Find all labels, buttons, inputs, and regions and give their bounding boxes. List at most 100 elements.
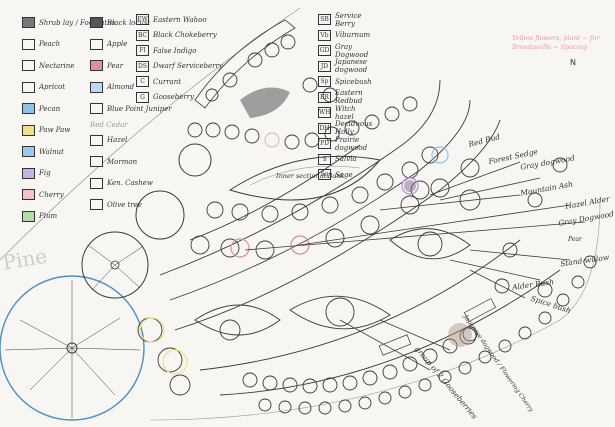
legend-symbol: DS	[136, 60, 149, 72]
legend-symbol: SB	[318, 14, 331, 26]
legend-swatch	[22, 103, 35, 115]
legend-label: Cherry	[39, 190, 64, 199]
legend-label: Walnut	[39, 147, 64, 156]
legend-label: Almond	[107, 83, 135, 92]
legend-swatch	[22, 146, 35, 158]
legend-swatch	[90, 17, 103, 29]
legend-item: Fig	[22, 163, 115, 185]
legend-swatch	[22, 17, 35, 29]
legend-symbol: G	[136, 91, 149, 103]
legend-swatch	[90, 81, 103, 93]
legend-label: Japanese dogwood	[335, 58, 368, 75]
legend-item: GD Gray Dogwood	[318, 43, 372, 59]
large-tree-circle	[0, 275, 145, 421]
legend-swatch	[90, 134, 103, 146]
legend-item: Plum	[22, 206, 115, 228]
legend-symbol: EW	[136, 14, 149, 26]
legend-item: Shrub lay / Footpaths	[22, 12, 115, 34]
legend-label: Nectarine	[39, 61, 75, 70]
legend-item: DS Dwarf Serviceberry	[136, 59, 223, 75]
legend-label: Eastern Redbud	[335, 89, 363, 106]
legend-label: Apricot	[39, 83, 66, 92]
legend-item: ER Eastern Redbud	[318, 89, 372, 106]
legend-label: Pear	[107, 61, 124, 70]
legend-item: DH Deciduous Holly	[318, 120, 373, 137]
legend-label: Spicebush	[335, 77, 372, 86]
legend-swatch	[90, 199, 103, 211]
legend-item: Ken. Cashew	[90, 173, 172, 195]
legend-item: Apricot	[22, 77, 115, 99]
legend-swatch	[22, 210, 35, 222]
legend-label: Plum	[39, 212, 58, 221]
legend-label: Gooseberry	[153, 93, 195, 102]
legend-symbol: C	[136, 76, 149, 88]
legend-label: False Indigo	[153, 46, 197, 55]
legend-swatch	[22, 189, 35, 201]
legend-item: Hazel	[90, 130, 172, 152]
legend-item: Pear	[90, 55, 172, 77]
legend-item: Black locust	[90, 12, 172, 34]
legend-symbol: S	[318, 153, 331, 165]
legend-item: Vb Viburnum	[318, 28, 372, 44]
legend-label: Service Berry	[335, 11, 362, 28]
north-arrow-label: N	[570, 58, 576, 67]
legend-label: Mormon	[107, 157, 138, 166]
legend-label: Olive tree	[107, 200, 142, 209]
legend-label: Prairie dogwood	[335, 135, 368, 152]
legend-item: PD Prairie dogwood	[318, 136, 372, 152]
legend-swatch	[22, 124, 35, 136]
planting-note: Yellow flowers, plant ~ for Broomsville …	[512, 34, 600, 51]
legend-symbol: PD	[318, 138, 331, 150]
legend-item: Apple	[90, 34, 172, 56]
legend-label: Sage	[335, 170, 353, 179]
legend-swatch	[90, 156, 103, 168]
legend-item: Almond	[90, 77, 172, 99]
legend-symbol: GD	[318, 45, 331, 57]
legend-swatch	[90, 177, 103, 189]
legend-item: Peach	[22, 34, 115, 56]
legend-item: G Gooseberry	[136, 90, 223, 106]
legend-label: Apple	[107, 40, 128, 49]
legend-label: Shrub lay / Footpaths	[39, 18, 116, 27]
legend-item: C Currant	[136, 74, 223, 90]
legend-label: Paw Paw	[39, 126, 71, 135]
legend-label: Pecan	[39, 104, 61, 113]
legend-label: Hazel	[107, 136, 128, 145]
legend-symbol: Vb	[318, 29, 331, 41]
legend-label: Ken. Cashew	[107, 179, 153, 188]
legend-item: Olive tree	[90, 194, 172, 216]
legend-swatch	[90, 38, 103, 50]
legend-label: Viburnum	[335, 31, 371, 40]
legend-item: Nectarine	[22, 55, 115, 77]
legend-label: Salvia	[335, 155, 357, 164]
legend-label: Deciduous Holly	[335, 120, 373, 137]
legend-item: SB Service Berry	[318, 12, 372, 28]
legend-item: Cherry	[22, 184, 115, 206]
legend-item: Blue Point Juniper	[90, 98, 172, 120]
legend-label: Currant	[153, 77, 182, 86]
legend-label: Blue Point Juniper	[107, 104, 172, 113]
legend-label: Dwarf Serviceberry	[153, 62, 223, 71]
legend-swatch	[22, 60, 35, 72]
legend-note: Red Cedar	[90, 120, 128, 129]
legend-label: Gray Dogwood	[335, 42, 369, 59]
legend-symbol: ER	[318, 91, 331, 103]
legend-symbol: DH	[318, 122, 331, 134]
legend-item: Pecan	[22, 98, 115, 120]
legend-item: Mormon	[90, 151, 172, 173]
label-pear: Pear	[568, 236, 582, 243]
legend-symbol: WH	[318, 107, 331, 119]
legend-swatch	[22, 81, 35, 93]
legend-label: Fig	[39, 169, 51, 178]
legend-item: Paw Paw	[22, 120, 115, 142]
